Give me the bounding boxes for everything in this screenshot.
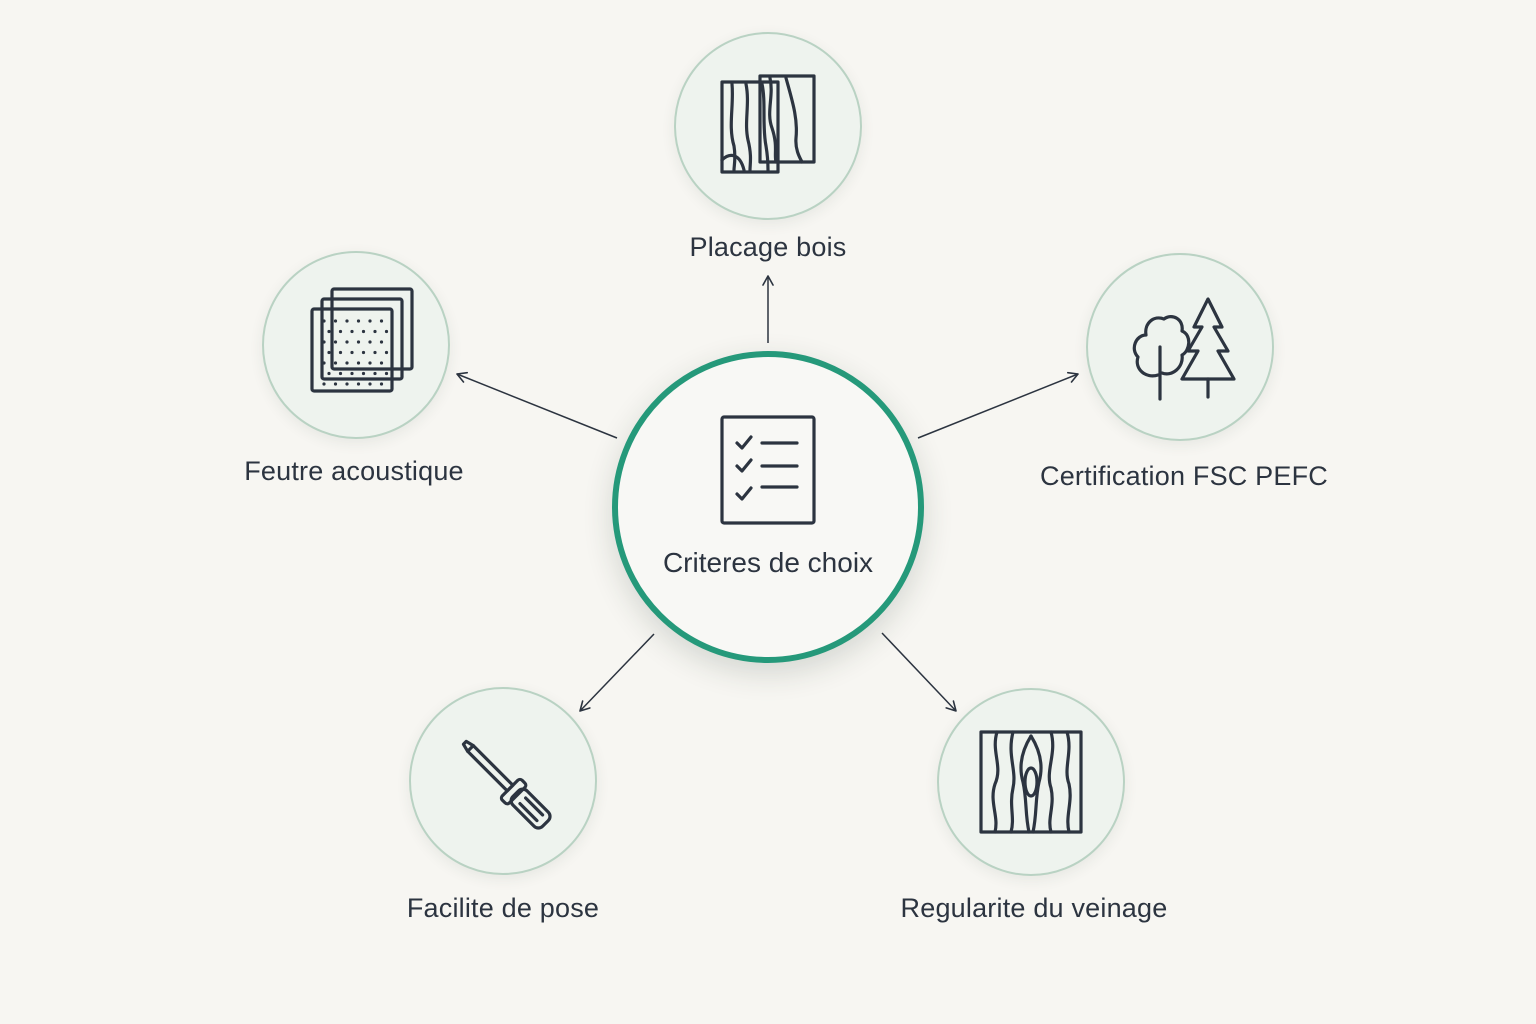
felt-perforation-dot (368, 319, 372, 323)
felt-perforation-dot (356, 340, 361, 344)
felt-perforation-dot (333, 382, 338, 386)
node-facilite-pose-label: Facilite de pose (406, 893, 600, 923)
felt-perforation-dot (322, 319, 326, 323)
node-facilite-pose (409, 687, 597, 875)
felt-perforation-dot (356, 361, 361, 365)
wood-veneer-panels-icon (720, 74, 816, 174)
felt-perforation-dot (384, 371, 389, 376)
felt-perforation-dot (327, 350, 331, 355)
node-placage-bois-label: Placage bois (689, 232, 847, 262)
acoustic-felt-panels-icon (310, 287, 414, 393)
felt-perforation-dot (384, 329, 389, 334)
felt-perforation-dot (356, 382, 361, 386)
felt-perforation-dot (345, 319, 349, 323)
felt-perforation-dot (350, 329, 354, 334)
node-regularite-veinage-label: Regularite du veinage (900, 893, 1168, 923)
node-certification-label: Certification FSC PEFC (1040, 461, 1328, 491)
felt-perforation-dot (333, 340, 338, 344)
felt-perforation-dot (361, 350, 366, 355)
arrow-to-certification (917, 371, 1079, 439)
felt-perforation-dot (338, 350, 343, 355)
felt-perforation-dot (322, 361, 326, 365)
felt-perforation-dot (333, 319, 338, 323)
felt-perforation-dot (373, 371, 377, 376)
felt-perforation-dot (345, 361, 349, 365)
felt-perforation-dot (327, 371, 331, 376)
center-node-label: Criteres de choix (662, 547, 874, 578)
arrow-to-feutre-acoustique (456, 371, 618, 439)
arrow-to-facilite-pose (579, 633, 655, 712)
felt-perforation-dot (350, 350, 354, 355)
felt-perforation-dot (379, 319, 384, 323)
felt-perforation-dot (373, 329, 377, 334)
felt-perforation-dot (361, 329, 366, 334)
felt-perforation-dot (379, 361, 384, 365)
wood-grain-icon (979, 730, 1083, 834)
node-certification (1086, 253, 1274, 441)
trees-icon (1132, 297, 1236, 401)
checklist-icon (720, 415, 816, 525)
felt-perforation-dot (345, 340, 349, 344)
node-placage-bois (674, 32, 862, 220)
node-feutre-acoustique (262, 251, 450, 439)
arrow-to-regularite-veinage (881, 632, 957, 712)
screwdriver-icon (461, 739, 552, 830)
felt-perforation-dot (333, 361, 338, 365)
node-regularite-veinage (937, 688, 1125, 876)
felt-perforation-dot (338, 329, 343, 334)
felt-perforation-dot (361, 371, 366, 376)
felt-perforation-dot (368, 361, 372, 365)
felt-perforation-dot (322, 340, 326, 344)
felt-perforation-dot (368, 340, 372, 344)
felt-perforation-dot (368, 382, 372, 386)
felt-perforation-dot (338, 371, 343, 376)
felt-perforation-dot (322, 382, 326, 386)
felt-perforation-dot (356, 319, 361, 323)
felt-perforation-dot (327, 329, 331, 334)
node-feutre-acoustique-label: Feutre acoustique (244, 456, 464, 486)
felt-perforation-dot (373, 350, 377, 355)
center-node: Criteres de choix (612, 351, 924, 663)
felt-perforation-dot (345, 382, 349, 386)
felt-perforation-dot (350, 371, 354, 376)
felt-perforation-dot (379, 382, 384, 386)
felt-perforation-dot (384, 350, 389, 355)
felt-perforation-dot (379, 340, 384, 344)
